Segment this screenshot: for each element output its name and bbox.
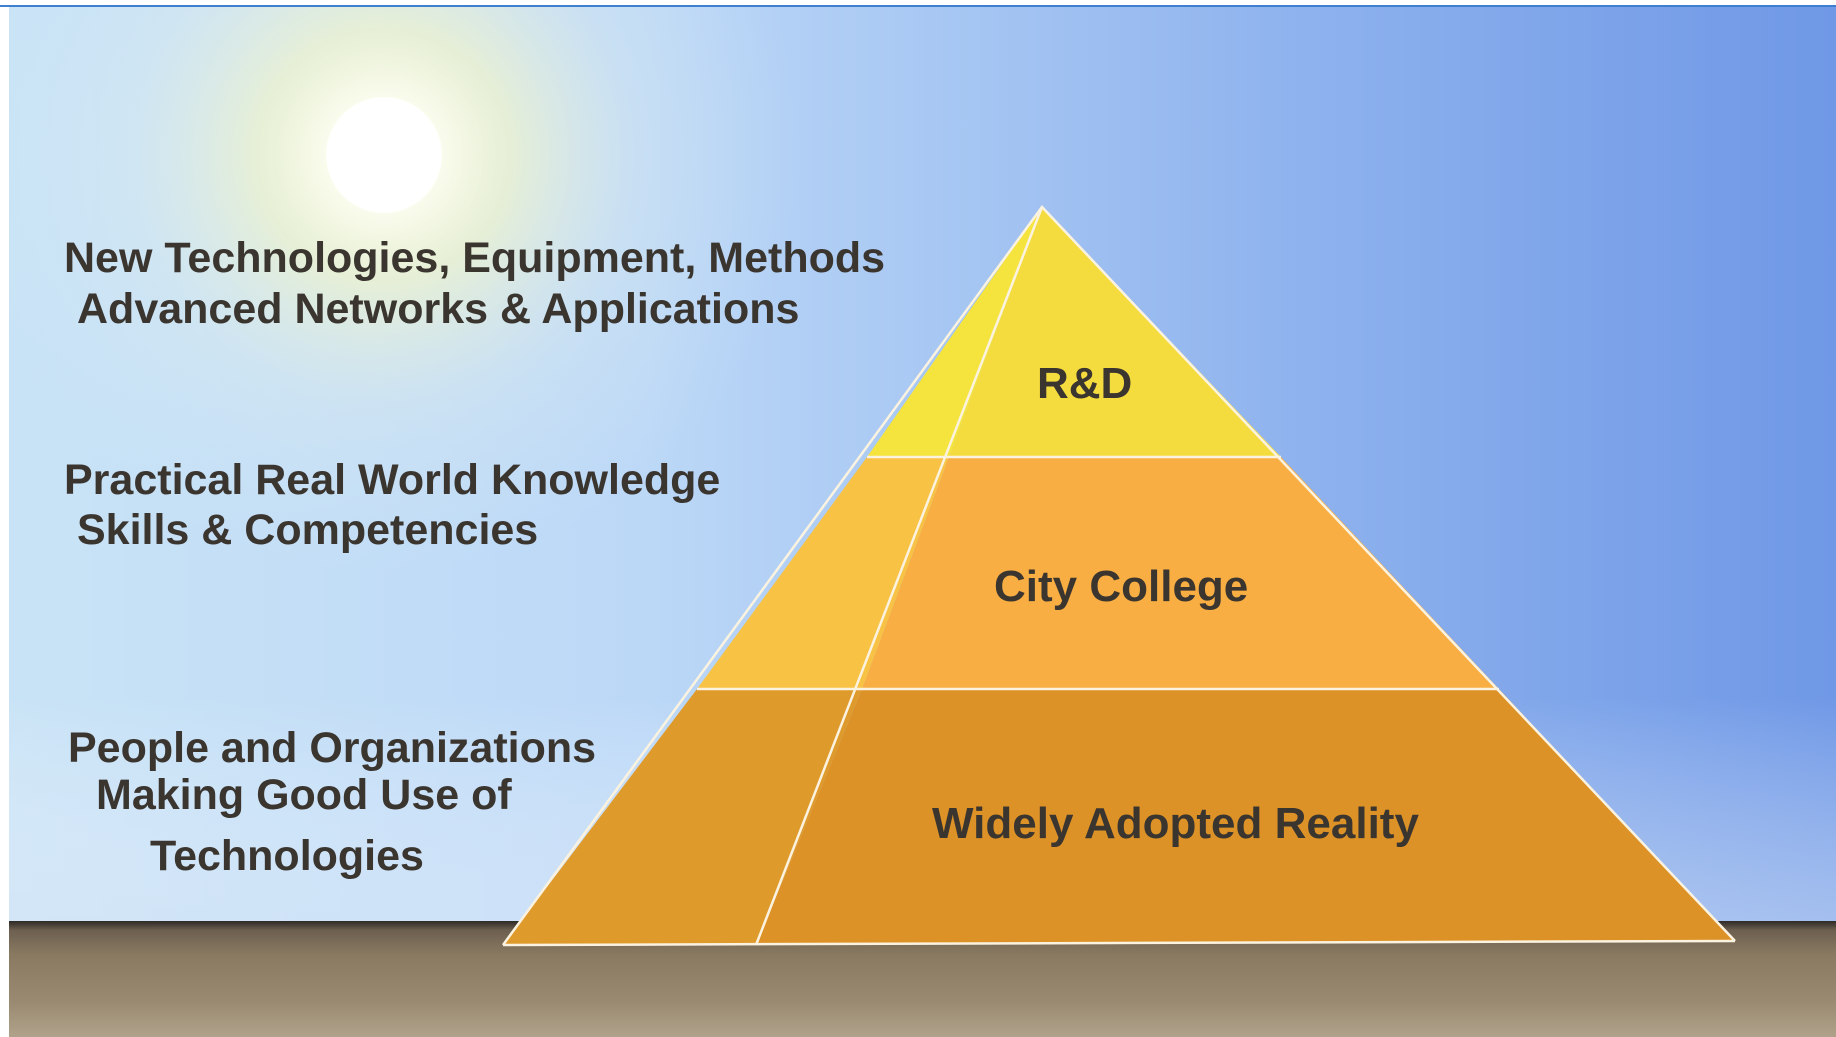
middle-description-line1: Practical Real World Knowledge: [64, 456, 721, 504]
tier-rd-front-face: [949, 207, 1281, 457]
tier-label-rd: R&D: [1037, 359, 1133, 408]
tier-rd-left-face: [867, 207, 1042, 457]
tier-college-front-face: [862, 457, 1499, 689]
tier-label-widely-adopted-reality: Widely Adopted Reality: [932, 799, 1419, 848]
top-description-line1: New Technologies, Equipment, Methods: [64, 234, 886, 282]
top-description-line2: Advanced Networks & Applications: [77, 285, 800, 333]
tier-college-left-face: [697, 457, 949, 689]
bottom-description-line1: People and Organizations: [68, 724, 597, 772]
scene-graphic: [9, 7, 1836, 1037]
tier-reality-left-face: [503, 689, 862, 945]
bottom-description-line3: Technologies: [150, 832, 424, 880]
pyramid: [501, 205, 1736, 947]
slide-top-border: [0, 0, 1836, 7]
pyramid-edges: [501, 205, 1736, 947]
middle-description-line2: Skills & Competencies: [77, 506, 539, 554]
tier-label-city-college: City College: [994, 562, 1249, 611]
bottom-description-line2: Making Good Use of: [96, 771, 512, 819]
sun-icon: [326, 97, 442, 213]
slide-canvas: New Technologies, Equipment, Methods Adv…: [9, 7, 1836, 1037]
tier-reality-front-face: [756, 689, 1735, 945]
